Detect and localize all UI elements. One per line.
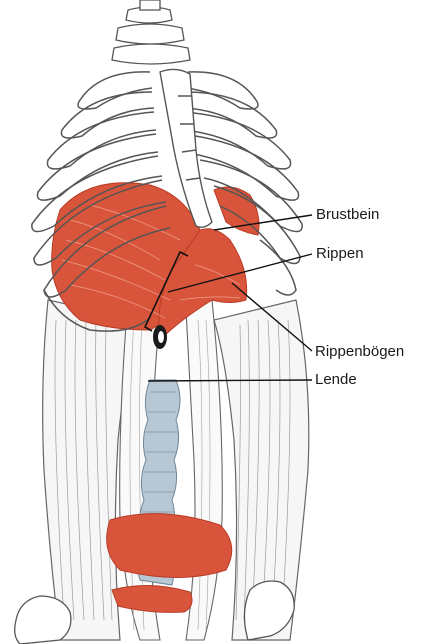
- label-rippenboegen: Rippenbögen: [315, 343, 404, 361]
- label-lende: Lende: [315, 371, 357, 389]
- cervical-vertebrae: [112, 0, 190, 64]
- leader-line-lende: [148, 380, 312, 381]
- label-brustbein: Brustbein: [316, 206, 379, 224]
- aortic-opening: [153, 325, 167, 349]
- label-rippen: Rippen: [316, 245, 364, 263]
